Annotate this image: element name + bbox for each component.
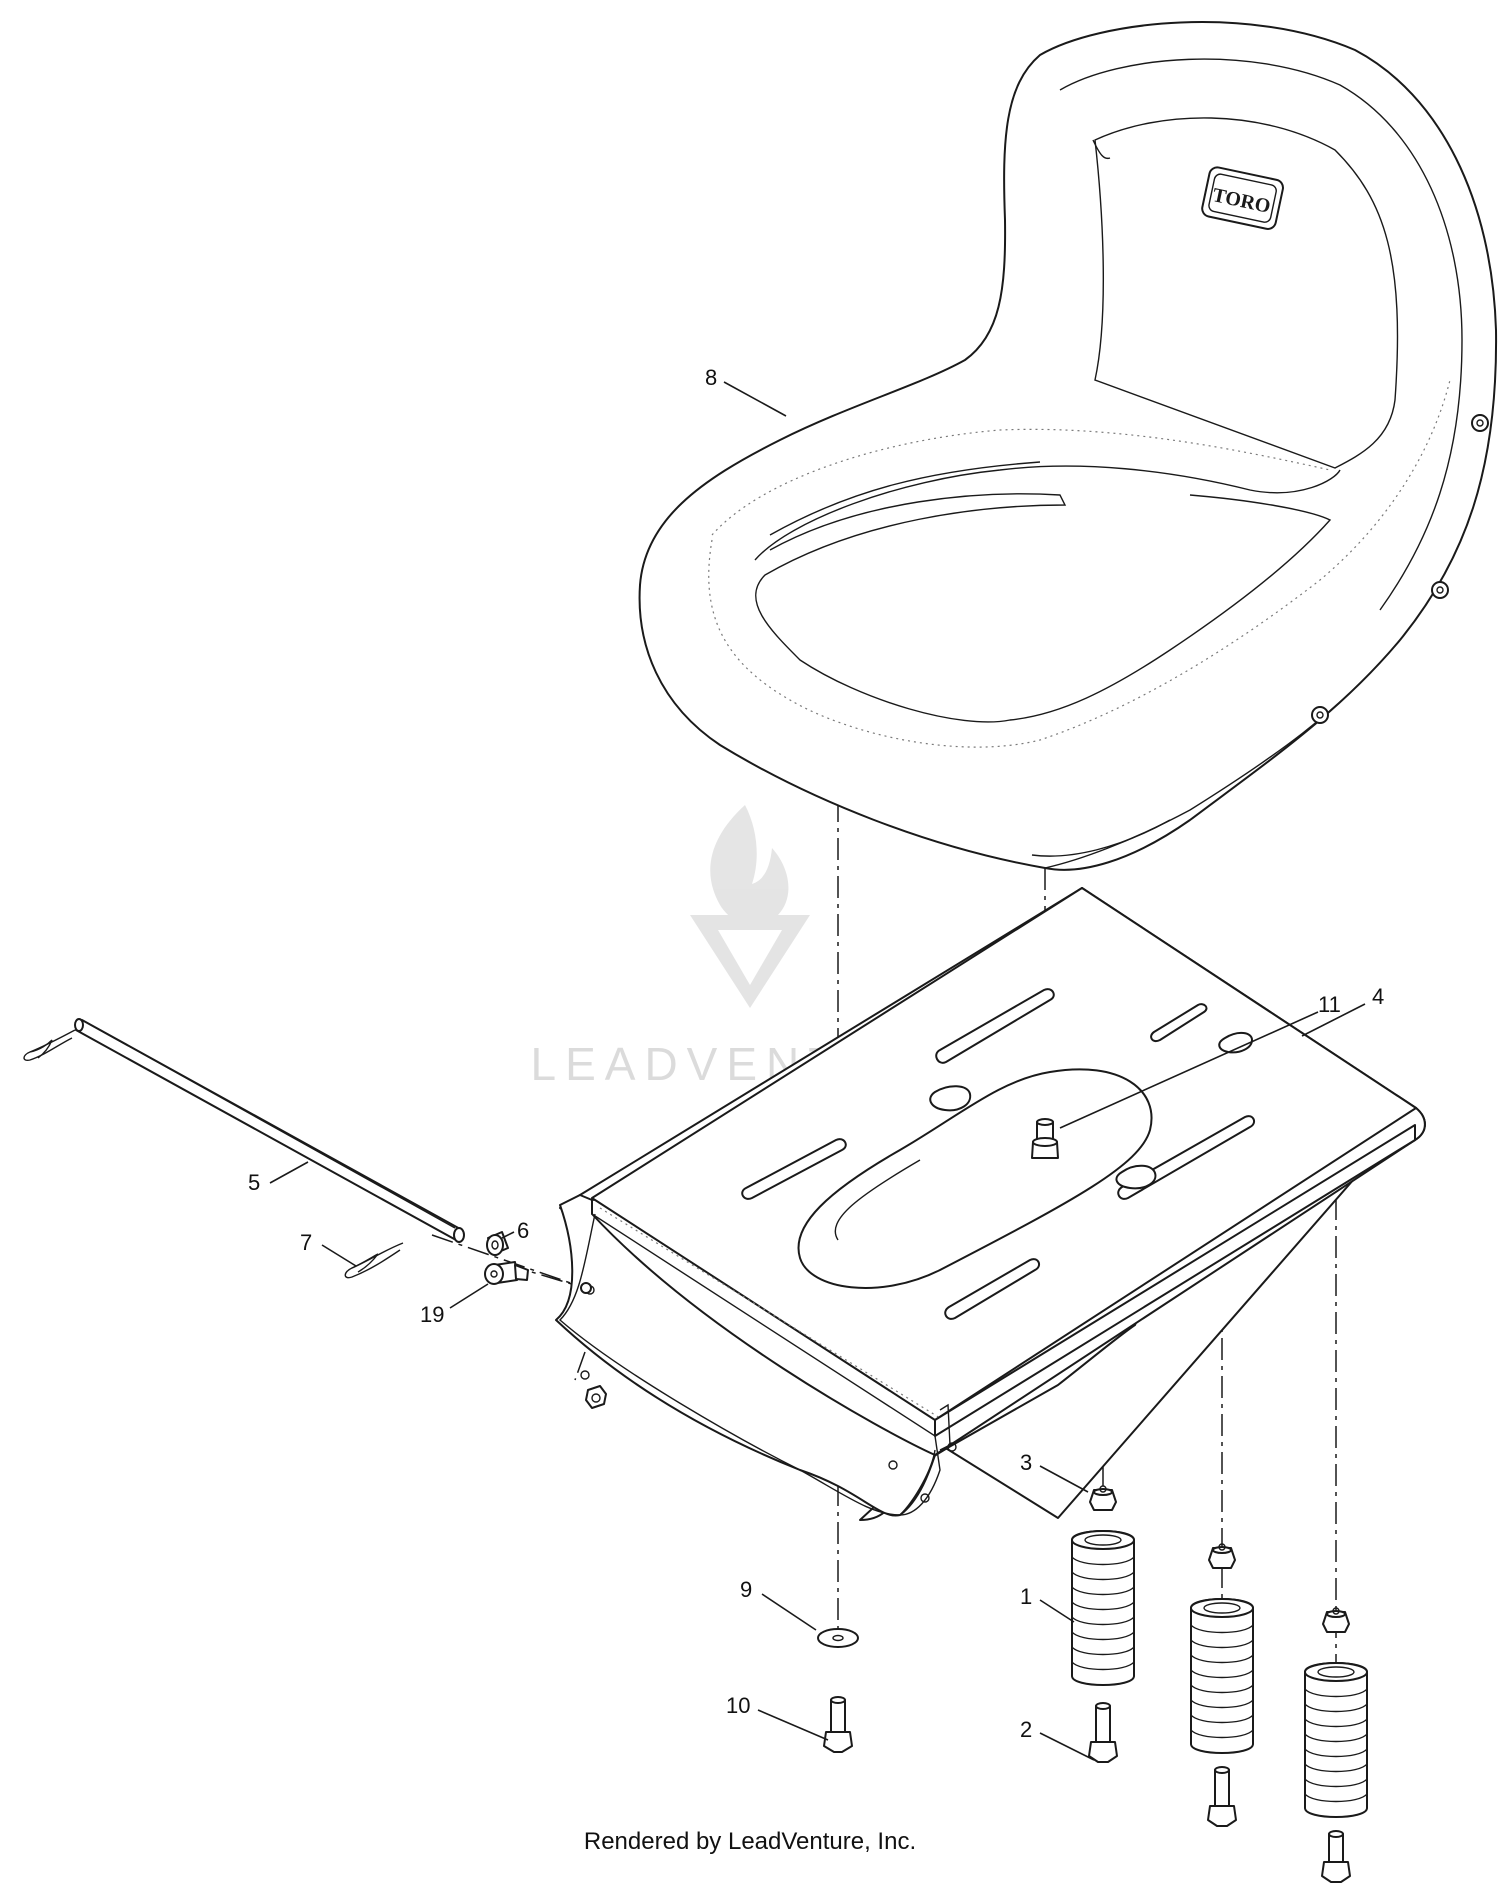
- callouts: 8 11 4 5 7 6 19 3: [248, 365, 1384, 1761]
- callout-3: 3: [1020, 1450, 1089, 1493]
- callout-4: 4: [1301, 984, 1384, 1037]
- seat-bushing: [1471, 414, 1489, 432]
- svg-text:11: 11: [1318, 992, 1341, 1017]
- svg-text:7: 7: [300, 1230, 312, 1255]
- pivot-rod-5: [74, 1018, 465, 1243]
- callout-8: 8: [705, 365, 787, 417]
- spring: [1304, 1662, 1368, 1818]
- lock-nut: [585, 1385, 607, 1409]
- callout-2: 2: [1020, 1717, 1095, 1761]
- spacer-6: [486, 1231, 509, 1256]
- flame-icon: [710, 805, 789, 926]
- spring-1: [1071, 1530, 1135, 1686]
- callout-19: 19: [420, 1283, 489, 1327]
- bolt: [1321, 1830, 1351, 1883]
- bolt-10: [823, 1696, 853, 1753]
- washer-9: [817, 1628, 859, 1648]
- spring: [1190, 1598, 1254, 1754]
- svg-text:2: 2: [1020, 1717, 1032, 1742]
- svg-text:19: 19: [420, 1302, 444, 1327]
- callout-6: 6: [501, 1218, 529, 1243]
- svg-text:1: 1: [1020, 1584, 1032, 1609]
- render-credit: Rendered by LeadVenture, Inc.: [583, 1828, 917, 1855]
- svg-text:4: 4: [1372, 984, 1384, 1009]
- callout-7: 7: [300, 1230, 357, 1267]
- svg-text:10: 10: [726, 1693, 750, 1718]
- seat-bushing: [1311, 706, 1329, 724]
- svg-text:5: 5: [248, 1170, 260, 1195]
- spring-assembly-front: [1071, 1485, 1135, 1763]
- svg-text:9: 9: [740, 1577, 752, 1602]
- callout-11: 11: [1059, 992, 1341, 1129]
- v-logo-mark: [690, 915, 810, 1008]
- callout-10: 10: [726, 1693, 829, 1741]
- svg-text:3: 3: [1020, 1450, 1032, 1475]
- hairpin-clip-top: [23, 1029, 76, 1062]
- seat-8: TORO: [638, 21, 1498, 871]
- spring-assembly-middle: [1190, 1543, 1254, 1827]
- svg-text:8: 8: [705, 365, 717, 390]
- bolt-2: [1088, 1702, 1118, 1763]
- seat-pan-4: [555, 887, 1426, 1521]
- svg-text:6: 6: [517, 1218, 529, 1243]
- hairpin-clip-7: [344, 1242, 404, 1279]
- stud-11: [1031, 1118, 1059, 1159]
- bolt: [1207, 1766, 1237, 1827]
- toro-logo: TORO: [1201, 166, 1284, 230]
- callout-9: 9: [740, 1577, 817, 1631]
- shoulder-bolt-19: [484, 1261, 592, 1294]
- callout-1: 1: [1020, 1584, 1075, 1623]
- callout-5: 5: [248, 1161, 309, 1195]
- seat-bushing: [1431, 581, 1449, 599]
- spring-assembly-rear: [1304, 1607, 1368, 1883]
